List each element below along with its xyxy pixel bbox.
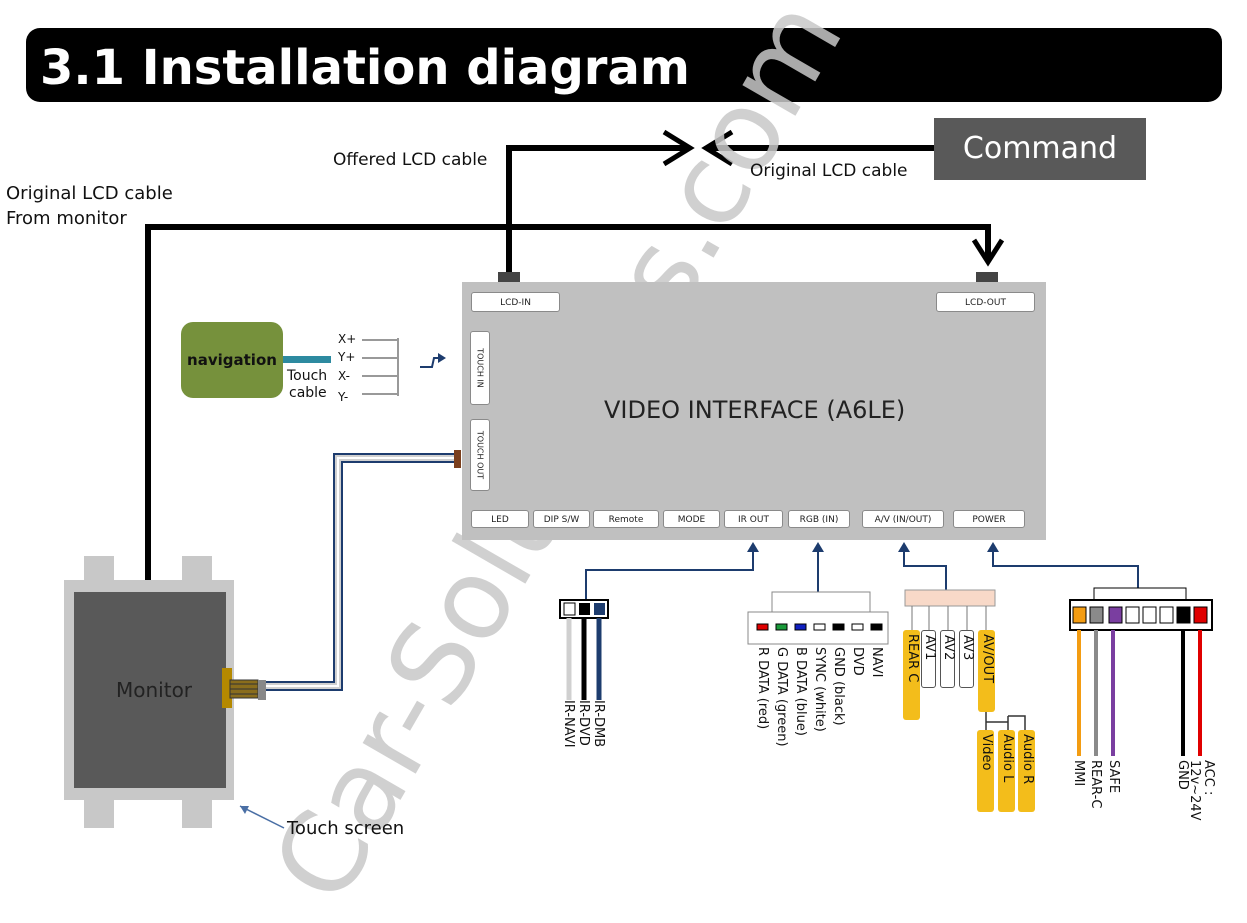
pin-y-minus: Y- bbox=[338, 390, 349, 404]
touch-in-port: TOUCH IN bbox=[470, 331, 490, 405]
ir-out-port: IR OUT bbox=[724, 510, 783, 528]
original-lcd-label-line2: From monitor bbox=[6, 208, 127, 229]
power-pins bbox=[1072, 606, 1208, 624]
rgb-sync-label: SYNC (white) bbox=[812, 647, 827, 732]
power-connector-top bbox=[1093, 587, 1187, 601]
rgb-navi-label: NAVI bbox=[869, 647, 884, 678]
ir-out-line bbox=[585, 546, 754, 600]
av-out-split bbox=[985, 712, 1026, 730]
touch-in-arrowhead bbox=[438, 353, 446, 363]
offered-lcd-label: Offered LCD cable bbox=[333, 150, 488, 170]
navigation-unit: navigation bbox=[181, 322, 283, 398]
wiring-diagram bbox=[64, 129, 1213, 829]
monitor-label: Monitor bbox=[116, 678, 193, 702]
pin-y-plus: Y+ bbox=[338, 350, 356, 364]
rgb-b-label: B DATA (blue) bbox=[793, 647, 808, 736]
title-bar bbox=[26, 28, 1222, 102]
pin-x-minus: X- bbox=[338, 369, 350, 383]
command-box: Command bbox=[934, 118, 1146, 180]
touch-cable-stub bbox=[283, 356, 331, 363]
rgb-dvd-label: DVD bbox=[850, 647, 865, 676]
rgb-in-port: RGB (IN) bbox=[788, 510, 850, 528]
lcd-out-port: LCD-OUT bbox=[936, 292, 1035, 312]
touch-out-connector bbox=[454, 450, 461, 468]
touch-cable-label-line2: cable bbox=[289, 385, 327, 401]
av-leads bbox=[911, 606, 987, 630]
av-tag-av3: AV3 bbox=[959, 630, 975, 688]
av-port: A/V (IN/OUT) bbox=[862, 510, 944, 528]
monitor-connector bbox=[222, 668, 232, 708]
page-title: 3.1 Installation diagram bbox=[40, 40, 690, 96]
av-tag-av1: AV1 bbox=[921, 630, 937, 688]
av-out-video: Video bbox=[977, 730, 994, 812]
monitor-tab-bottom-right bbox=[182, 796, 212, 828]
rgb-pins bbox=[756, 623, 883, 631]
rgb-r-label: R DATA (red) bbox=[755, 647, 770, 730]
dip-switch-port: DIP S/W bbox=[533, 510, 590, 528]
touch-out-port: TOUCH OUT bbox=[470, 419, 490, 491]
offered-lcd-cable-line bbox=[506, 145, 690, 272]
rgb-connector-top bbox=[771, 591, 871, 613]
av-line bbox=[903, 546, 947, 592]
power-rearc-label: REAR-C bbox=[1088, 760, 1103, 809]
monitor-flex bbox=[229, 679, 259, 699]
touch-screen-label: Touch screen bbox=[287, 818, 405, 839]
led-port: LED bbox=[471, 510, 529, 528]
lcd-in-connector bbox=[498, 272, 520, 282]
power-safe-label: SAFE bbox=[1106, 760, 1121, 794]
board-title: VIDEO INTERFACE (A6LE) bbox=[604, 396, 906, 424]
command-arrowhead bbox=[701, 129, 734, 167]
lcd-in-port: LCD-IN bbox=[471, 292, 560, 312]
power-voltage-label: 12v~24V bbox=[1187, 760, 1202, 821]
original-lcd-cable-line bbox=[145, 224, 991, 580]
offered-arrowhead bbox=[662, 129, 695, 167]
remote-port: Remote bbox=[593, 510, 659, 528]
touch-screen-pointer bbox=[239, 805, 285, 829]
video-interface-board: LCD-IN LCD-OUT TOUCH IN TOUCH OUT LED DI… bbox=[462, 282, 1046, 540]
monitor-tab-bottom-left bbox=[84, 796, 114, 828]
av-out-audio-l: Audio L bbox=[998, 730, 1015, 812]
monitor-flex-plug bbox=[258, 680, 266, 700]
av-tag-rear-c: REAR C bbox=[903, 630, 920, 720]
mode-port: MODE bbox=[663, 510, 720, 528]
original-lcd-label-line1: Original LCD cable bbox=[6, 183, 173, 204]
rgb-gnd-label: GND (black) bbox=[831, 647, 846, 726]
av-out-audio-r: Audio R bbox=[1018, 730, 1035, 812]
power-line bbox=[992, 546, 1139, 590]
ir-dmb-label: IR-DMB bbox=[591, 700, 606, 748]
original-lcd-top-label: Original LCD cable bbox=[750, 161, 908, 181]
ir-dvd-label: IR-DVD bbox=[576, 700, 591, 746]
lcd-out-arrowhead bbox=[971, 238, 1005, 267]
touch-pin-lines bbox=[362, 338, 399, 396]
touch-cable-label-line1: Touch bbox=[287, 368, 328, 384]
lcd-out-connector bbox=[976, 272, 998, 282]
touch-out-cable bbox=[262, 453, 456, 691]
power-port: POWER bbox=[953, 510, 1025, 528]
av-tag-av2: AV2 bbox=[940, 630, 956, 688]
power-mmi-label: MMI bbox=[1071, 760, 1086, 787]
av-tag-av-out: AV/OUT bbox=[978, 630, 995, 712]
ir-navi-label: IR-NAVI bbox=[561, 700, 576, 748]
power-acc-label: ACC : bbox=[1201, 760, 1216, 796]
pin-x-plus: X+ bbox=[338, 332, 357, 346]
rgb-g-label: G DATA (green) bbox=[774, 647, 789, 747]
av-connector bbox=[904, 589, 996, 607]
monitor-screen bbox=[74, 592, 226, 788]
